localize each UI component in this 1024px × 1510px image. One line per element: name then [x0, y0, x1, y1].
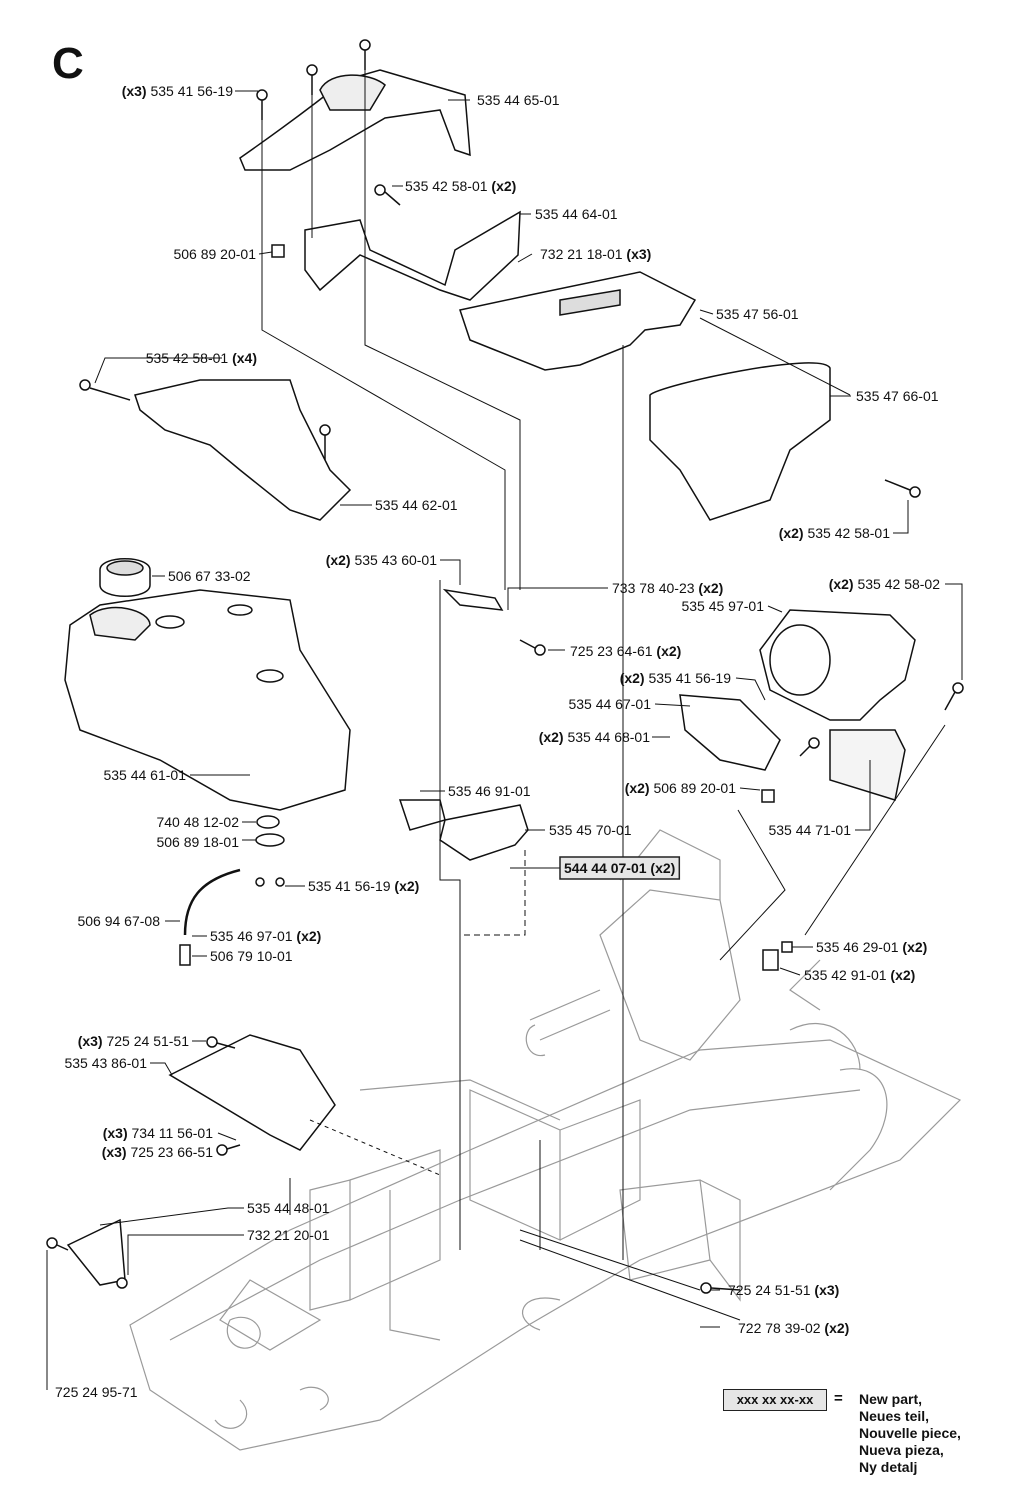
part-callout: (x2) 535 44 68-01 — [539, 729, 651, 745]
part-callout: 506 89 20-01 — [173, 246, 256, 262]
part-callout: (x2) 535 42 58-01 — [779, 525, 891, 541]
part-callout: (x2) 535 43 60-01 — [326, 552, 438, 568]
fasteners — [46, 39, 964, 1294]
part-callout: (x3) 734 11 56-01 — [103, 1125, 213, 1141]
part-callout: 506 89 18-01 — [156, 834, 239, 850]
part-callout: 535 45 97-01 — [681, 598, 764, 614]
new-part-legend-text: New part, Neues teil, Nouvelle piece, Nu… — [859, 1391, 961, 1476]
lens — [829, 729, 906, 801]
rear-panel — [134, 379, 352, 521]
part-callout: 725 24 95-71 — [55, 1384, 138, 1400]
part-callout: 535 44 65-01 — [477, 92, 560, 108]
part-callout: 535 44 67-01 — [568, 696, 651, 712]
part-callout: 535 45 70-01 — [549, 822, 632, 838]
part-callout: 722 78 39-02 (x2) — [738, 1320, 849, 1336]
mower-frame — [129, 829, 962, 1451]
leader-lines — [46, 70, 963, 1390]
part-callout: 535 47 56-01 — [716, 306, 799, 322]
new-part-legend-sample: xxx xx xx-xx — [723, 1389, 827, 1411]
part-callout: (x3) 725 23 66-51 — [102, 1144, 214, 1160]
dash-panel — [459, 271, 697, 371]
new-part-highlight-box — [559, 856, 681, 880]
part-callouts: (x3) 535 41 56-19 535 44 65-01 535 42 58-0… — [55, 83, 940, 1400]
part-callout: 535 46 29-01 (x2) — [816, 939, 927, 955]
callout-new-part: 544 44 07-01 (x2) — [564, 860, 675, 876]
parts — [64, 69, 916, 1286]
side-panel — [304, 210, 521, 301]
part-callout: 732 21 20-01 — [247, 1227, 330, 1243]
part-callout: 725 24 51-51 (x3) — [728, 1282, 839, 1298]
part-callout: 535 46 97-01 (x2) — [210, 928, 321, 944]
part-callout: 732 21 18-01 (x3) — [540, 246, 651, 262]
legend-line: New part, — [859, 1391, 923, 1407]
part-callout: (x2) 535 42 58-02 — [829, 576, 941, 592]
control-mount — [439, 804, 529, 861]
part-callout: 740 48 12-02 — [156, 814, 239, 830]
part-callout: 733 78 40-23 (x2) — [612, 580, 723, 596]
part-callout: (x3) 725 24 51-51 — [78, 1033, 190, 1049]
part-callout: 535 42 91-01 (x2) — [804, 967, 915, 983]
part-callout: 725 23 64-61 (x2) — [570, 643, 681, 659]
fuel-tank — [64, 589, 351, 811]
mount-bracket — [442, 588, 504, 611]
part-callout: 535 47 66-01 — [856, 388, 939, 404]
control-bracket — [398, 799, 446, 831]
new-part-legend-equals: = — [834, 1390, 843, 1407]
legend-line: Ny detalj — [859, 1459, 918, 1475]
front-cover — [649, 362, 831, 521]
part-callout: 506 79 10-01 — [210, 948, 293, 964]
section-letter: C — [52, 39, 84, 88]
battery-tray — [168, 1034, 336, 1151]
legend-line: Nouvelle piece, — [859, 1425, 961, 1441]
part-callout: 506 94 67-08 — [77, 913, 160, 929]
part-callout: (x2) 535 41 56-19 — [620, 670, 732, 686]
legend-line: Neues teil, — [859, 1408, 930, 1424]
part-callout: 535 44 64-01 — [535, 206, 618, 222]
part-callout: 535 44 71-01 — [768, 822, 851, 838]
part-callout: 535 44 48-01 — [247, 1200, 330, 1216]
part-callout: 535 41 56-19 (x2) — [308, 878, 419, 894]
part-callout: 535 42 58-01 (x2) — [405, 178, 516, 194]
legend-line: Nueva pieza, — [859, 1442, 944, 1458]
part-callout: (x2) 506 89 20-01 — [625, 780, 737, 796]
part-callout: 535 44 62-01 — [375, 497, 458, 513]
part-callout: 535 44 61-01 — [103, 767, 186, 783]
light-bracket — [679, 694, 781, 771]
part-callout: 535 46 91-01 — [448, 783, 531, 799]
part-callout: 506 67 33-02 — [168, 568, 251, 584]
side-plate — [66, 1218, 126, 1286]
part-callout: 535 43 86-01 — [64, 1055, 147, 1071]
part-callout: 535 42 58-01 (x4) — [146, 350, 257, 366]
part-callout: (x3) 535 41 56-19 — [122, 83, 234, 99]
